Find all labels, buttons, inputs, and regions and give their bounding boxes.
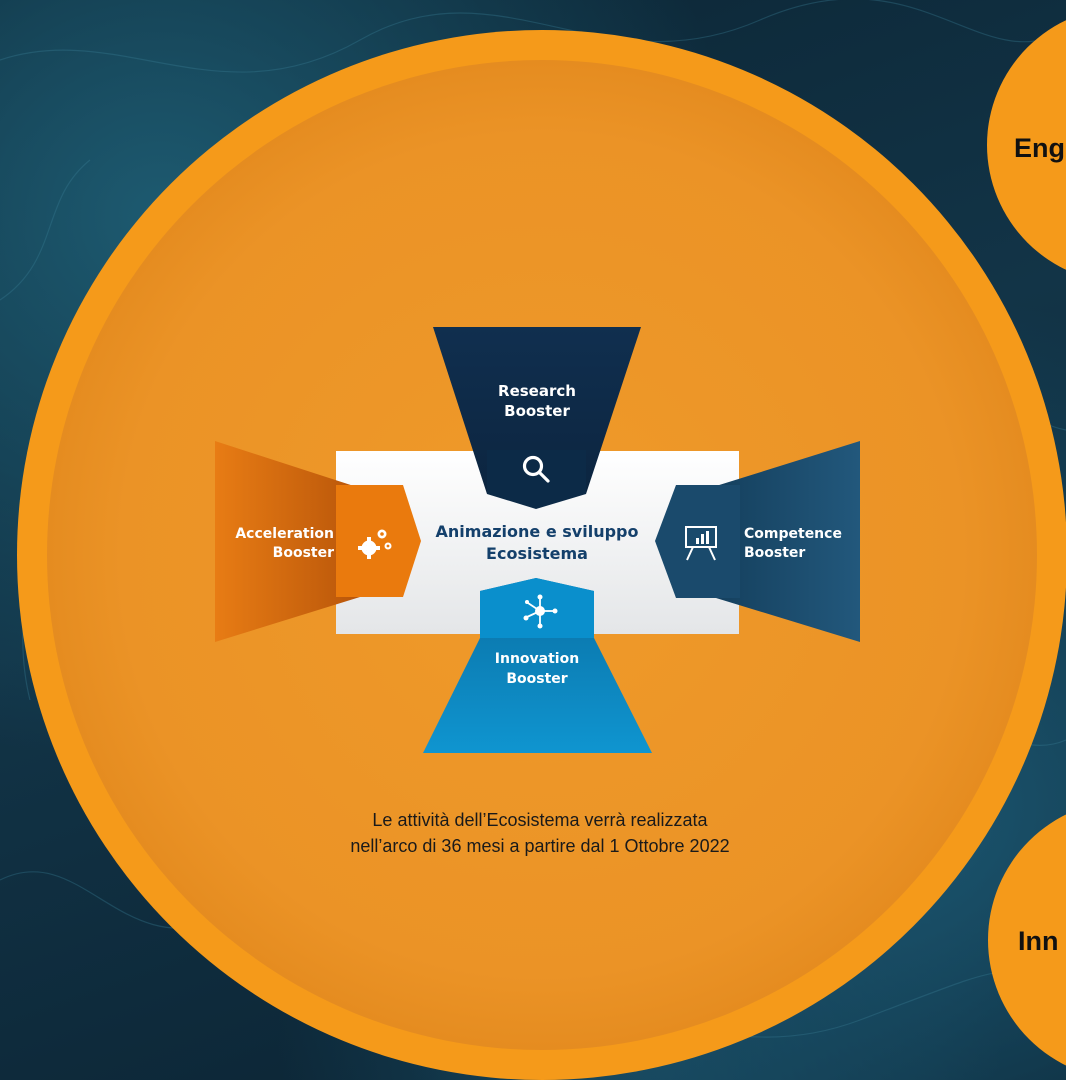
side-node-bottom[interactable]: Inn bbox=[988, 800, 1066, 1080]
magnifier-icon bbox=[522, 455, 550, 483]
research-booster-label-1: Research bbox=[498, 382, 576, 400]
side-node-top-label: Eng bbox=[1014, 133, 1065, 163]
innovation-booster-label-2: Booster bbox=[506, 671, 567, 687]
innovation-booster-label-1: Innovation bbox=[495, 651, 579, 667]
network-hub-icon bbox=[523, 594, 558, 629]
acceleration-booster-label-1: Acceleration bbox=[235, 526, 334, 542]
caption-line-1: Le attività dell’Ecosistema verrà realiz… bbox=[372, 810, 708, 830]
innovation-booster[interactable]: Innovation Booster bbox=[423, 578, 652, 753]
gears-icon bbox=[358, 529, 392, 559]
competence-booster[interactable]: Competence Booster bbox=[655, 441, 860, 642]
center-title-line-2: Ecosistema bbox=[486, 544, 588, 563]
acceleration-booster-label-2: Booster bbox=[273, 545, 334, 561]
side-node-bottom-label: Inn bbox=[1018, 926, 1059, 956]
acceleration-booster[interactable]: Acceleration Booster bbox=[215, 441, 421, 642]
competence-booster-label-2: Booster bbox=[744, 545, 805, 561]
presentation-board-icon bbox=[685, 526, 717, 561]
side-node-top[interactable]: Eng bbox=[987, 7, 1066, 283]
research-booster-label-2: Booster bbox=[504, 402, 570, 420]
center-title-line-1: Animazione e sviluppo bbox=[436, 522, 639, 541]
caption-line-2: nell’arco di 36 mesi a partire dal 1 Ott… bbox=[350, 836, 729, 856]
research-booster[interactable]: Research Booster bbox=[433, 327, 641, 509]
competence-booster-label-1: Competence bbox=[744, 526, 842, 542]
